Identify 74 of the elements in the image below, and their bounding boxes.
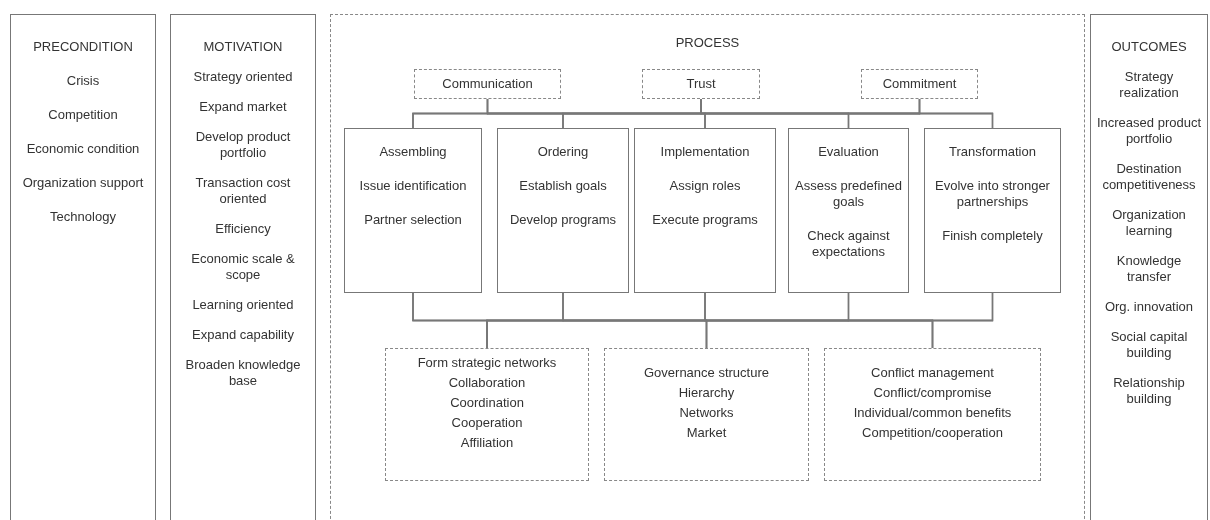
box-text: Market bbox=[685, 425, 728, 441]
box-text: Broaden knowledge base bbox=[184, 357, 302, 389]
column-heading: PROCESS bbox=[674, 35, 741, 51]
stage-title: Implementation bbox=[659, 144, 751, 160]
column-panel bbox=[1090, 14, 1208, 520]
connector-line bbox=[918, 98, 994, 129]
box-text: Transaction cost oriented bbox=[194, 175, 292, 207]
dashed-box bbox=[824, 348, 1041, 481]
box-text: Economic scale & scope bbox=[190, 251, 296, 283]
box-text: Check against expectations bbox=[806, 228, 891, 260]
process-panel bbox=[330, 14, 1085, 520]
box-text: Evolve into stronger partnerships bbox=[934, 178, 1051, 210]
column-panel bbox=[170, 14, 316, 520]
box-text: Develop product portfolio bbox=[194, 129, 292, 161]
box-text: Strategy oriented bbox=[192, 69, 294, 85]
box-text: Affiliation bbox=[459, 435, 515, 451]
box-text: Networks bbox=[678, 405, 735, 421]
box-text: Organization learning bbox=[1111, 207, 1187, 239]
stage-title: Evaluation bbox=[817, 144, 880, 160]
box-text: Conflict/compromise bbox=[872, 385, 993, 401]
box-text: Governance structure bbox=[643, 365, 770, 381]
box-text: Assess predefined goals bbox=[794, 178, 903, 210]
stage-box bbox=[497, 128, 629, 293]
box-text: Coordination bbox=[449, 395, 525, 411]
box-text: Partner selection bbox=[363, 212, 463, 228]
box-text: Expand market bbox=[198, 99, 288, 115]
box-text: Issue identification bbox=[358, 178, 468, 194]
box-text: Finish completely bbox=[941, 228, 1044, 244]
box-text: Increased product portfolio bbox=[1095, 115, 1203, 147]
box-text: Collaboration bbox=[447, 375, 527, 391]
box-text: Learning oriented bbox=[191, 297, 295, 313]
dashed-box bbox=[414, 69, 561, 99]
stage-box bbox=[788, 128, 909, 293]
box-text: Efficiency bbox=[214, 221, 272, 237]
box-text: Communication bbox=[441, 76, 534, 92]
stage-box bbox=[344, 128, 482, 293]
box-text: Knowledge transfer bbox=[1115, 253, 1183, 285]
stage-title: Ordering bbox=[536, 144, 590, 160]
box-text: Technology bbox=[49, 209, 117, 225]
box-text: Competition/cooperation bbox=[861, 425, 1004, 441]
box-text: Organization support bbox=[21, 175, 145, 191]
box-text: Relationship building bbox=[1112, 375, 1186, 407]
stage-title: Transformation bbox=[948, 144, 1037, 160]
stage-title: Assembling bbox=[378, 144, 448, 160]
box-text: Assign roles bbox=[668, 178, 742, 194]
stage-box bbox=[924, 128, 1061, 293]
stage-box bbox=[634, 128, 776, 293]
box-text: Conflict management bbox=[870, 365, 995, 381]
column-panel bbox=[10, 14, 156, 520]
dashed-box bbox=[861, 69, 978, 99]
box-text: Strategy realization bbox=[1118, 69, 1180, 101]
box-text: Expand capability bbox=[191, 327, 295, 343]
box-text: Economic condition bbox=[25, 141, 141, 157]
box-text: Competition bbox=[47, 107, 119, 123]
box-text: Develop programs bbox=[508, 212, 618, 228]
column-heading: PRECONDITION bbox=[32, 39, 134, 55]
dashed-box bbox=[385, 348, 589, 481]
box-text: Form strategic networks bbox=[416, 355, 558, 371]
column-heading: OUTCOMES bbox=[1110, 39, 1188, 55]
box-text: Social capital building bbox=[1109, 329, 1189, 361]
dashed-box bbox=[604, 348, 809, 481]
column-heading: MOTIVATION bbox=[202, 39, 284, 55]
box-text: Establish goals bbox=[518, 178, 608, 194]
box-text: Hierarchy bbox=[677, 385, 736, 401]
box-text: Crisis bbox=[65, 73, 101, 89]
box-text: Trust bbox=[685, 76, 717, 92]
box-text: Execute programs bbox=[651, 212, 759, 228]
box-text: Cooperation bbox=[450, 415, 524, 431]
box-text: Org. innovation bbox=[1103, 299, 1195, 315]
dashed-box bbox=[642, 69, 760, 99]
connector-line bbox=[931, 292, 994, 349]
box-text: Individual/common benefits bbox=[852, 405, 1013, 421]
box-text: Destination competitiveness bbox=[1101, 161, 1197, 193]
box-text: Commitment bbox=[881, 76, 958, 92]
